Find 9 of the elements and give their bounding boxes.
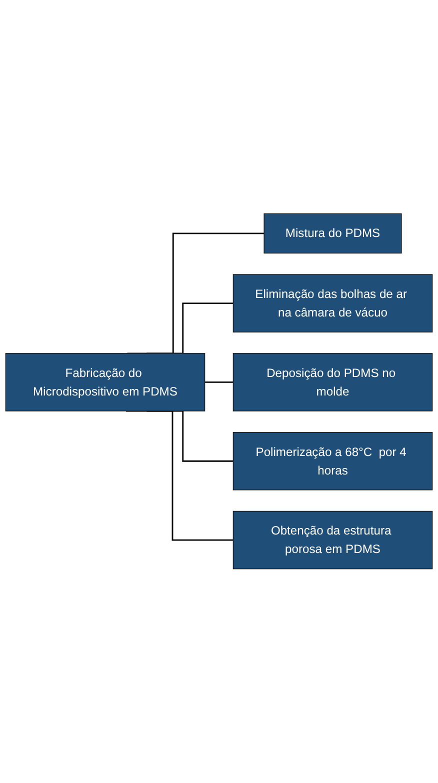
connector — [204, 382, 234, 384]
node-box: Mistura do PDMS — [264, 214, 402, 254]
node-box: Obtenção da estrutura porosa em PDMS — [232, 511, 433, 570]
node-box: Eliminação das bolhas de ar na câmara de vácuo — [232, 274, 433, 333]
node-box: Fabricação do Microdispositivo em PDMS — [5, 353, 206, 412]
connector — [146, 302, 234, 354]
connector — [127, 232, 264, 354]
node-box: Polimerização a 68°C por 4 horas — [232, 432, 433, 490]
node-box: Deposição do PDMS no molde — [232, 353, 433, 412]
